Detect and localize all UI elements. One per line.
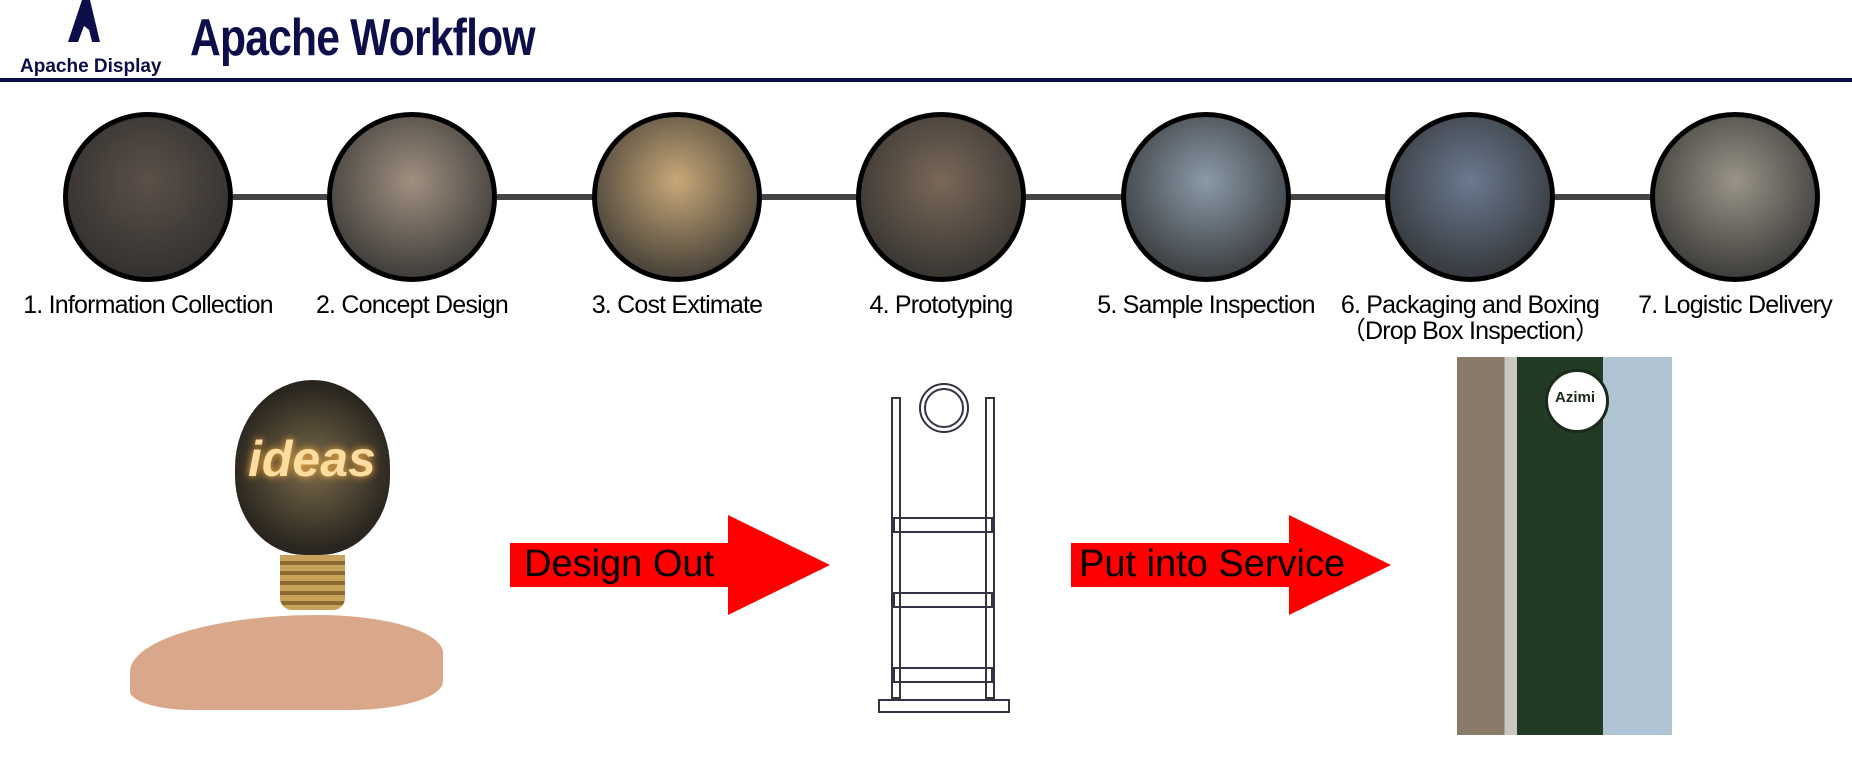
- step-photo: [1121, 112, 1291, 282]
- store-display-photo: Azimi: [1457, 357, 1672, 735]
- step-title: 3. Cost Extimate: [591, 291, 763, 319]
- step-title: 4. Prototyping: [869, 291, 1013, 319]
- idea-bulb-image: ideas: [130, 380, 443, 710]
- step-photo: [1385, 112, 1555, 282]
- step-photo: [592, 112, 762, 282]
- step-label: 2. Concept Design: [252, 292, 572, 318]
- display-brand-label: Azimi: [1555, 389, 1596, 406]
- step-label: 7. Logistic Delivery: [1575, 292, 1852, 318]
- step-title: 7. Logistic Delivery: [1638, 291, 1833, 319]
- step-label: 3. Cost Extimate: [517, 292, 837, 318]
- display-stand-drawing: [878, 383, 1010, 713]
- step-label: 4. Prototyping: [781, 292, 1101, 318]
- step-title: 2. Concept Design: [315, 291, 509, 319]
- bulb-word: ideas: [248, 431, 376, 487]
- step-title: 6. Packaging and Boxing: [1340, 291, 1600, 319]
- step-title: 1. Information Collection: [23, 291, 273, 319]
- apache-logo-icon: [68, 0, 100, 42]
- step-label: 6. Packaging and Boxing（Drop Box Inspect…: [1310, 292, 1630, 344]
- step-subtitle: （Drop Box Inspection）: [1340, 317, 1600, 345]
- step-label: 5. Sample Inspection: [1046, 292, 1366, 318]
- step-label: 1. Information Collection: [0, 292, 308, 318]
- step-photo: [856, 112, 1026, 282]
- design-out-label: Design Out: [524, 543, 715, 585]
- put-into-service-arrow: Put into Service: [1071, 515, 1391, 615]
- step-photo: [63, 112, 233, 282]
- step-photo: [1650, 112, 1820, 282]
- brand-name: Apache Display: [20, 56, 162, 77]
- step-title: 5. Sample Inspection: [1097, 291, 1315, 319]
- page-title: Apache Workflow: [190, 9, 535, 67]
- design-out-arrow: Design Out: [510, 515, 830, 615]
- put-into-service-label: Put into Service: [1079, 543, 1346, 585]
- step-photo: [327, 112, 497, 282]
- header-divider: [0, 78, 1852, 82]
